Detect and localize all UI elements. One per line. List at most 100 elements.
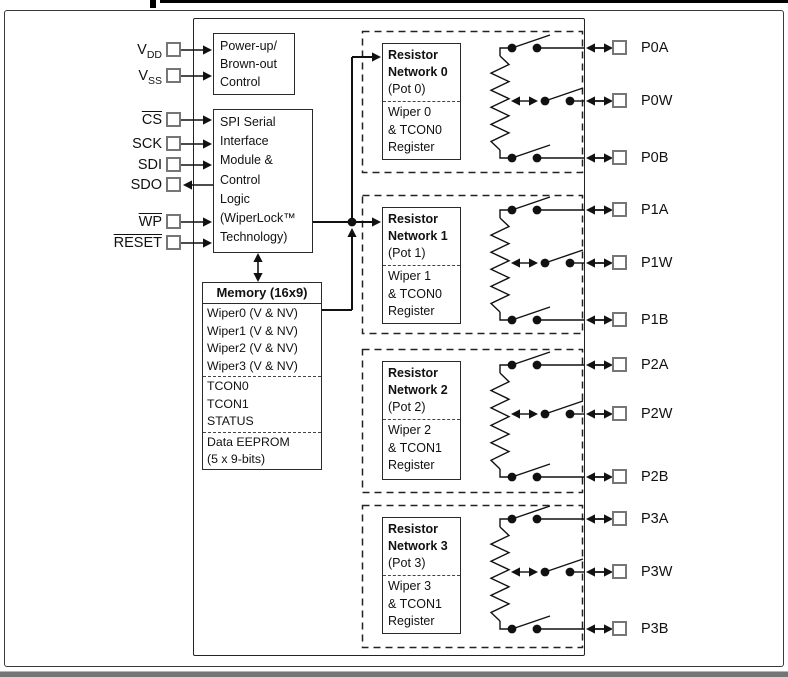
network-0-register-line: Wiper 0: [388, 105, 432, 119]
pin-p1b: [612, 312, 627, 327]
memory-row-wiper0: Wiper0 (V & NV): [207, 306, 298, 320]
network-1-register-line: Wiper 1: [388, 269, 432, 283]
network-2-register-line: Register: [388, 458, 435, 472]
power-block-line: Control: [220, 75, 261, 89]
network-2-register: Wiper 2 & TCON1 Register: [383, 419, 460, 475]
pin-label-sdi: SDI: [137, 157, 162, 173]
chip-outline: [193, 18, 585, 656]
spi-block-line: (WiperLock™: [220, 211, 296, 226]
pin-p3b: [612, 621, 627, 636]
network-1-register-line: Register: [388, 304, 435, 318]
network-3-title-line: Resistor: [388, 522, 439, 536]
spi-block-line: Logic: [220, 191, 250, 206]
spi-block-line: Module &: [220, 153, 273, 168]
pin-label-vss: VSS: [138, 68, 162, 87]
pin-p0w: [612, 93, 627, 108]
network-3-title: Resistor Network 3 (Pot 3): [383, 518, 460, 575]
network-2-title-line: Resistor: [388, 366, 439, 380]
memory-row-status: STATUS: [207, 414, 254, 428]
pin-p3w: [612, 564, 627, 579]
pin-label-sdo: SDO: [130, 177, 162, 193]
network-0-pot-label: (Pot 0): [388, 82, 426, 96]
resistor-network-2-block: Resistor Network 2 (Pot 2) Wiper 2 & TCO…: [382, 361, 461, 480]
memory-wiper-section: Wiper0 (V & NV) Wiper1 (V & NV) Wiper2 (…: [203, 304, 321, 376]
memory-row-tcon0: TCON0: [207, 379, 249, 393]
pin-label-reset: RESET: [113, 235, 162, 251]
pin-label-p3a: P3A: [641, 511, 669, 527]
network-1-register-line: & TCON0: [388, 286, 442, 301]
pin-sdo: [166, 177, 181, 192]
pin-label-p3b: P3B: [641, 621, 669, 637]
pin-p2w: [612, 406, 627, 421]
memory-eeprom-section: Data EEPROM (5 x 9-bits): [203, 431, 321, 470]
network-3-register-line: Wiper 3: [388, 579, 432, 593]
memory-row-wiper1: Wiper1 (V & NV): [207, 323, 298, 338]
pin-label-p2w: P2W: [641, 406, 673, 422]
pin-p0a: [612, 40, 627, 55]
network-1-title-line: Network 1: [388, 229, 448, 243]
power-block-line: Power-up/: [220, 39, 277, 53]
pin-label-p2b: P2B: [641, 469, 669, 485]
pin-p3a: [612, 511, 627, 526]
pin-vss: [166, 68, 181, 83]
pin-label-p3w: P3W: [641, 564, 673, 580]
pin-label-wp: WP: [138, 214, 162, 230]
network-2-title: Resistor Network 2 (Pot 2): [383, 362, 460, 419]
memory-row-wiper2: Wiper2 (V & NV): [207, 341, 298, 355]
network-3-register-line: & TCON1: [388, 596, 442, 611]
pin-label-cs: CS: [141, 112, 162, 128]
network-0-title-line: Network 0: [388, 65, 448, 79]
pin-p2b: [612, 469, 627, 484]
power-block-line: Brown-out: [220, 57, 277, 71]
pin-sdi: [166, 157, 181, 172]
network-0-register-line: Register: [388, 140, 435, 154]
memory-row-eeprom: Data EEPROM: [207, 434, 290, 449]
pin-label-p0a: P0A: [641, 40, 669, 56]
memory-row-eeprom-size: (5 x 9-bits): [207, 452, 266, 466]
resistor-network-1-block: Resistor Network 1 (Pot 1) Wiper 1 & TCO…: [382, 207, 461, 324]
pin-label-p1w: P1W: [641, 255, 673, 271]
spi-block-line: Technology): [220, 230, 288, 245]
page-artifact-bottom-rule: [0, 671, 788, 677]
network-2-title-line: Network 2: [388, 383, 448, 397]
network-2-pot-label: (Pot 2): [388, 400, 426, 414]
network-3-pot-label: (Pot 3): [388, 556, 426, 570]
network-0-title: Resistor Network 0 (Pot 0): [383, 44, 460, 101]
spi-block-line: Control: [220, 172, 261, 187]
pin-label-p0b: P0B: [641, 150, 669, 166]
pin-label-p0w: P0W: [641, 93, 673, 109]
spi-block-line: Interface: [220, 134, 269, 149]
pin-p0b: [612, 150, 627, 165]
pin-label-sck: SCK: [132, 136, 162, 152]
network-1-pot-label: (Pot 1): [388, 246, 426, 260]
network-3-register-line: Register: [388, 614, 435, 628]
spi-interface-block: SPI Serial Interface Module & Control Lo…: [213, 109, 313, 253]
pin-label-p1b: P1B: [641, 312, 669, 328]
network-2-register-line: Wiper 2: [388, 423, 432, 437]
memory-row-tcon1: TCON1: [207, 396, 249, 411]
network-1-register: Wiper 1 & TCON0 Register: [383, 265, 460, 321]
network-0-register: Wiper 0 & TCON0 Register: [383, 101, 460, 157]
spi-block-line: SPI Serial: [220, 115, 276, 129]
pin-label-vdd: VDD: [137, 42, 162, 61]
memory-title: Memory (16x9): [203, 283, 321, 304]
resistor-network-0-block: Resistor Network 0 (Pot 0) Wiper 0 & TCO…: [382, 43, 461, 160]
pin-reset: [166, 235, 181, 250]
memory-tcon-section: TCON0 TCON1 STATUS: [203, 376, 321, 432]
pin-p1w: [612, 255, 627, 270]
memory-row-wiper3: Wiper3 (V & NV): [207, 358, 298, 373]
pin-sck: [166, 136, 181, 151]
figure-border: [4, 10, 784, 667]
resistor-network-3-block: Resistor Network 3 (Pot 3) Wiper 3 & TCO…: [382, 517, 461, 634]
memory-block: Memory (16x9) Wiper0 (V & NV) Wiper1 (V …: [202, 282, 322, 470]
network-3-register: Wiper 3 & TCON1 Register: [383, 575, 460, 631]
pin-wp: [166, 214, 181, 229]
network-0-register-line: & TCON0: [388, 122, 442, 137]
page-artifact-tick: [150, 0, 156, 8]
pin-vdd: [166, 42, 181, 57]
pin-p1a: [612, 202, 627, 217]
pin-label-p1a: P1A: [641, 202, 669, 218]
pin-label-p2a: P2A: [641, 357, 669, 373]
